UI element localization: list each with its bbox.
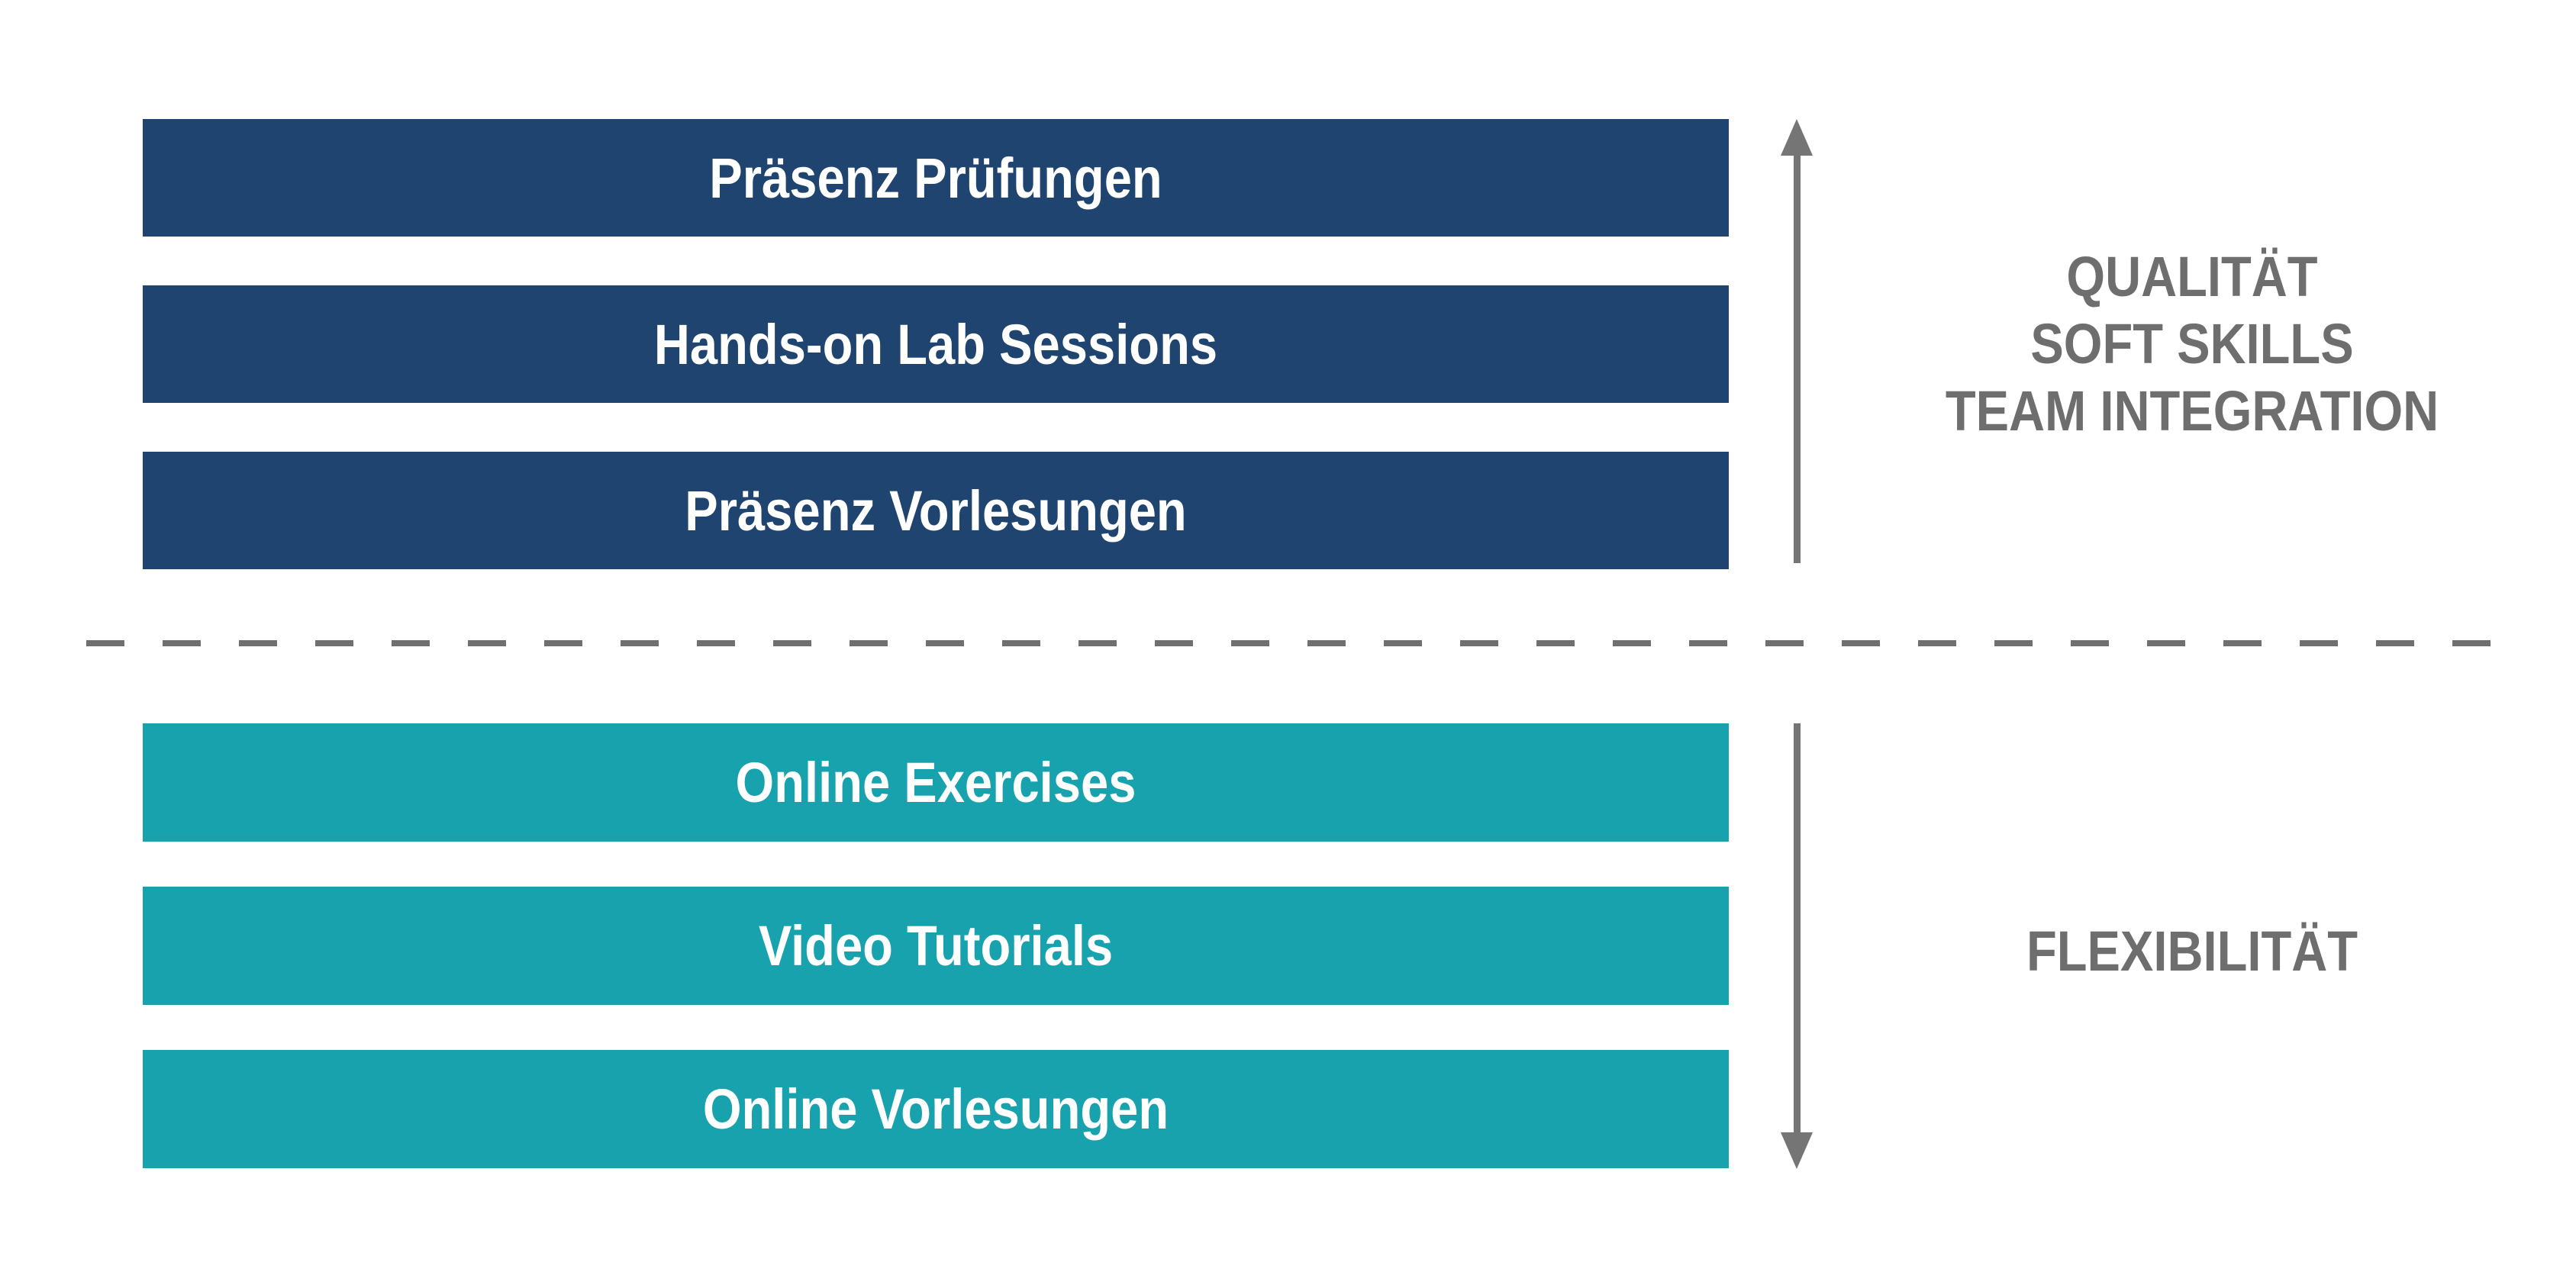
bar-label: Video Tutorials	[758, 914, 1114, 977]
bar-video-tutorials: Video Tutorials	[143, 887, 1729, 1005]
up-arrow-line	[1794, 153, 1801, 563]
dashed-divider-line	[86, 640, 2494, 646]
bar-label: Präsenz Prüfungen	[709, 146, 1162, 210]
bar-praesenz-pruefungen: Präsenz Prüfungen	[143, 119, 1729, 237]
bar-hands-on-lab-sessions: Hands-on Lab Sessions	[143, 285, 1729, 403]
bar-label: Online Exercises	[735, 751, 1136, 814]
bar-label: Hands-on Lab Sessions	[653, 312, 1218, 376]
axis-label-flexibilitaet: FLEXIBILITÄT	[2026, 919, 2358, 983]
bar-online-vorlesungen: Online Vorlesungen	[143, 1050, 1729, 1168]
quality-axis-labels: QUALITÄT SOFT SKILLS TEAM INTEGRATION	[1810, 243, 2574, 445]
bar-praesenz-vorlesungen: Präsenz Vorlesungen	[143, 452, 1729, 569]
bar-label: Präsenz Vorlesungen	[685, 478, 1187, 543]
axis-label-team-integration: TEAM INTEGRATION	[1945, 379, 2439, 443]
flexibility-axis-label: FLEXIBILITÄT	[1810, 918, 2574, 985]
up-arrow-icon	[1781, 119, 1813, 156]
down-arrow-line	[1794, 723, 1801, 1135]
axis-label-qualitaet: QUALITÄT	[2066, 245, 2318, 308]
bar-label: Online Vorlesungen	[702, 1077, 1169, 1141]
down-arrow-icon	[1781, 1132, 1813, 1169]
axis-label-soft-skills: SOFT SKILLS	[2030, 312, 2354, 375]
bar-online-exercises: Online Exercises	[143, 723, 1729, 842]
